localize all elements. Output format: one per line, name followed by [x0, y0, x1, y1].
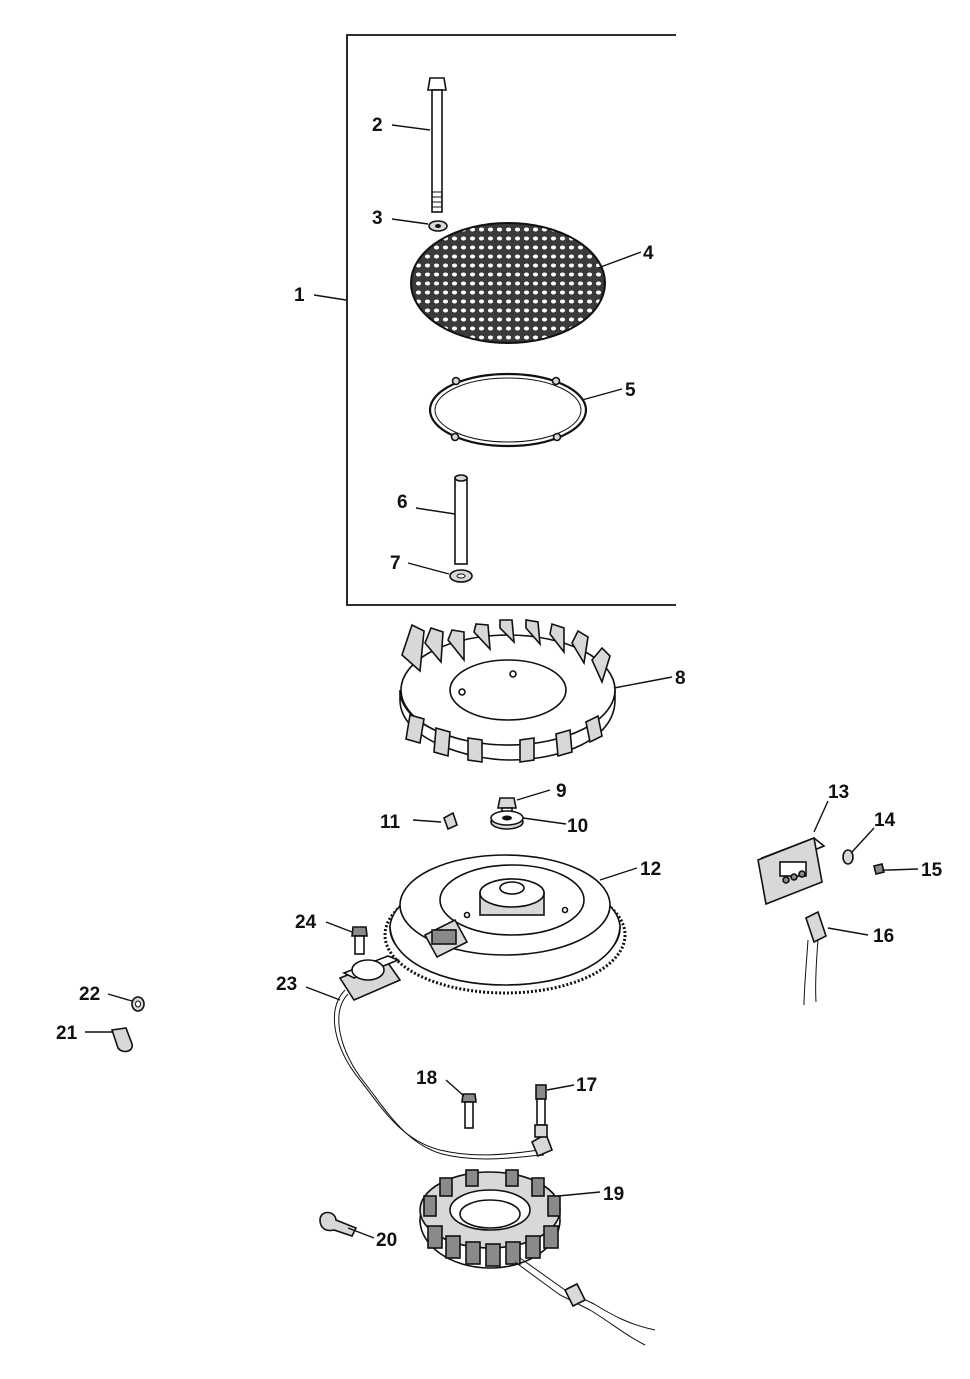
- wire-connector: [803, 910, 827, 1006]
- spark-plug-terminal: [534, 1084, 548, 1138]
- callout-5: 5: [625, 380, 636, 401]
- flywheel: [383, 854, 627, 995]
- screw-15: [873, 863, 890, 875]
- callout-6: 6: [397, 492, 408, 513]
- callout-24: 24: [295, 912, 317, 933]
- callout-22: 22: [79, 984, 100, 1005]
- callout-14: 14: [874, 810, 896, 831]
- bolt-long: [427, 77, 447, 213]
- callout-15: 15: [921, 860, 943, 881]
- washer-22: [131, 996, 145, 1012]
- washer: [449, 569, 473, 583]
- callout-23: 23: [276, 974, 297, 995]
- leader-lines: [85, 124, 919, 1239]
- wire-clip-20: [319, 1211, 358, 1237]
- callout-13: 13: [828, 782, 849, 803]
- grass-screen: [410, 222, 606, 344]
- assembly-bracket: [346, 34, 676, 606]
- callout-1: 1: [294, 285, 305, 306]
- screw-18: [461, 1093, 477, 1129]
- callout-9: 9: [556, 781, 567, 802]
- retainer-ring: [428, 372, 588, 448]
- callout-21: 21: [56, 1023, 78, 1044]
- callout-20: 20: [376, 1230, 397, 1251]
- cooling-fan: [399, 619, 616, 763]
- callout-7: 7: [390, 553, 401, 574]
- wire-clip-21: [110, 1027, 133, 1053]
- callout-8: 8: [675, 668, 686, 689]
- screw-24: [351, 926, 368, 955]
- callout-3: 3: [372, 208, 383, 229]
- callout-12: 12: [640, 859, 661, 880]
- callout-4: 4: [643, 243, 654, 264]
- woodruff-key: [443, 811, 458, 831]
- flywheel-washer: [490, 810, 524, 830]
- callout-17: 17: [576, 1075, 597, 1096]
- washer-14: [842, 849, 854, 865]
- callout-labels: 1 2 3 4 5 6 7 8 9 10 11 12 13 14 15 16 1…: [56, 115, 943, 1251]
- callout-10: 10: [567, 816, 588, 837]
- callout-2: 2: [372, 115, 383, 136]
- washer-small: [428, 220, 448, 232]
- spacer-tube: [454, 474, 468, 565]
- stator: [419, 1169, 656, 1346]
- rectifier-regulator: [757, 836, 826, 906]
- callout-19: 19: [603, 1184, 624, 1205]
- ignition-module: [333, 955, 554, 1160]
- callout-11: 11: [380, 812, 401, 833]
- callout-16: 16: [873, 926, 894, 947]
- callout-18: 18: [416, 1068, 437, 1089]
